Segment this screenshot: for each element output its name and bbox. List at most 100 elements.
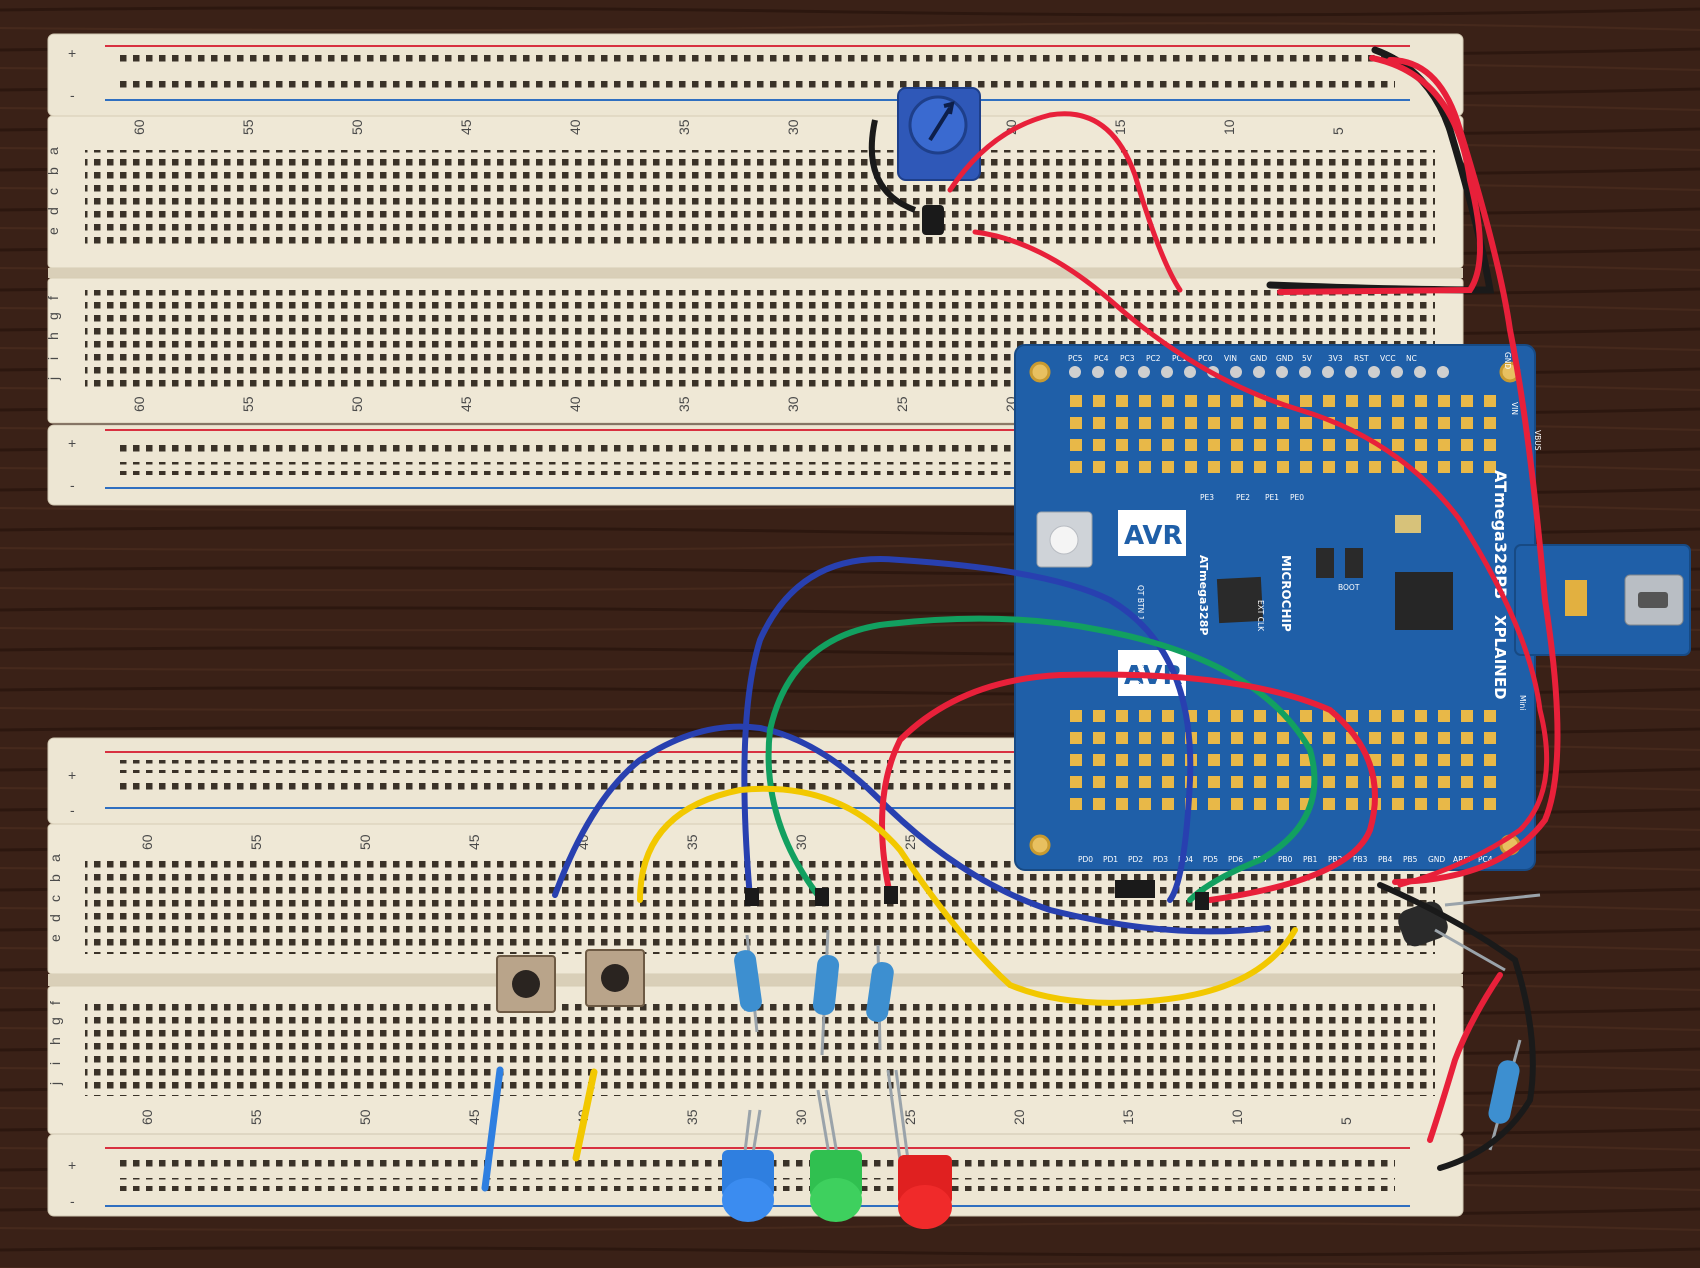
row-letter: e: [47, 934, 63, 942]
resistor-icon: [734, 934, 762, 1033]
pcb-label: QT BTN 2: [1136, 650, 1145, 686]
row-letters: f g h i j: [45, 296, 61, 381]
led-red-icon: [886, 1069, 952, 1229]
rail-minus-label: -: [70, 87, 75, 103]
row-letter: c: [47, 895, 63, 902]
column-number: 35: [684, 834, 700, 850]
header-pin-label: PB5: [1403, 855, 1418, 864]
column-number: 55: [248, 834, 264, 850]
column-number: 45: [458, 396, 474, 412]
header-pin-label: PD3: [1153, 855, 1168, 864]
column-number: 60: [139, 1109, 155, 1125]
column-number: 30: [785, 119, 801, 135]
column-number: 40: [567, 396, 583, 412]
resistor-icon: [866, 944, 894, 1051]
header-pin-label: AREF: [1453, 855, 1472, 864]
column-number: 5: [1338, 1117, 1354, 1125]
potentiometer-icon[interactable]: [868, 87, 981, 235]
column-number: 45: [466, 834, 482, 850]
header-pin-label: PC4: [1478, 855, 1493, 864]
board-series: XPLAINED: [1491, 615, 1509, 700]
column-number: 30: [785, 396, 801, 412]
header-pin-label: NC: [1406, 354, 1417, 363]
row-letter: a: [45, 147, 61, 155]
led-green-icon: [810, 1089, 862, 1222]
rail-plus-label: +: [68, 1157, 76, 1173]
pcb-label: PE0: [1290, 493, 1304, 502]
row-letters: a b c d e: [47, 854, 63, 942]
column-number: 25: [894, 396, 910, 412]
column-number: 45: [466, 1109, 482, 1125]
row-letter: d: [47, 914, 63, 922]
rail-minus-label: -: [70, 802, 75, 818]
resistor-icon: [812, 929, 840, 1056]
header-pin-label: PD1: [1103, 855, 1118, 864]
pcb-label: BOOT: [1338, 583, 1360, 592]
column-number: 50: [349, 119, 365, 135]
column-number: 55: [248, 1109, 264, 1125]
pcb-label: EXT CLK: [1256, 600, 1265, 632]
reset-button-icon[interactable]: [1049, 525, 1079, 555]
column-number: 60: [131, 119, 147, 135]
column-number: 15: [1112, 119, 1128, 135]
header-pin-label: PC0: [1198, 354, 1213, 363]
chip-label: ATmega328P: [1197, 555, 1210, 635]
header-pin-label: GND: [1276, 354, 1293, 363]
pcb-label: PE2: [1236, 493, 1250, 502]
resistor-icon: [1488, 1039, 1522, 1151]
column-number: 20: [1011, 1109, 1027, 1125]
row-letter: g: [47, 1017, 63, 1025]
row-letter: a: [47, 854, 63, 862]
row-letter: i: [45, 357, 61, 360]
board-variant: Mini: [1518, 695, 1527, 710]
pcb-label: GND: [1503, 352, 1512, 369]
header-pin-label: PB4: [1378, 855, 1393, 864]
pcb-label: PE1: [1265, 493, 1279, 502]
column-number: 50: [357, 834, 373, 850]
rail-plus-label: +: [68, 45, 76, 61]
rail-plus-label: +: [68, 435, 76, 451]
header-pin-label: 5V: [1302, 354, 1313, 363]
rail-minus-label: -: [70, 1193, 75, 1209]
column-number: 35: [676, 119, 692, 135]
jumper-wire: [572, 1068, 598, 1162]
header-pin-label: RST: [1354, 354, 1369, 363]
row-letter: b: [47, 874, 63, 882]
board-title: ATmega328PB: [1491, 470, 1510, 599]
column-number: 60: [139, 834, 155, 850]
header-pin-label: PD2: [1128, 855, 1143, 864]
column-number: 25: [902, 834, 918, 850]
header-pin-label: PD0: [1078, 855, 1093, 864]
row-letter: g: [45, 312, 61, 320]
row-letter: j: [47, 1082, 63, 1086]
header-pin-label: 3V3: [1328, 354, 1343, 363]
row-letter: h: [47, 1037, 63, 1045]
header-pin-label: PC4: [1094, 354, 1109, 363]
row-letter: e: [45, 227, 61, 235]
row-letter: b: [45, 167, 61, 175]
row-letter: f: [45, 296, 61, 300]
avr-logo: AVR: [1124, 521, 1183, 551]
pushbutton-icon[interactable]: [496, 955, 556, 1013]
header-pin-label: VCC: [1380, 354, 1396, 363]
column-number: 55: [240, 119, 256, 135]
header-pin-label: GND: [1250, 354, 1267, 363]
header-pin-label: PD6: [1228, 855, 1243, 864]
column-number: 45: [458, 119, 474, 135]
debugger-chip: [1395, 572, 1453, 630]
header-pin-label: VIN: [1224, 354, 1237, 363]
led-blue-icon: [722, 1109, 774, 1222]
header-pin-label: PC5: [1068, 354, 1083, 363]
header-pin-label: GND: [1428, 855, 1445, 864]
row-letter: h: [45, 332, 61, 340]
pushbutton-icon[interactable]: [585, 949, 645, 1007]
row-letter: j: [45, 377, 61, 381]
header-pin-label: PB3: [1353, 855, 1368, 864]
column-number: 10: [1229, 1109, 1245, 1125]
column-number: 15: [1120, 1109, 1136, 1125]
header-pin-label: PD5: [1203, 855, 1218, 864]
pcb-label: VBUS: [1533, 430, 1542, 451]
